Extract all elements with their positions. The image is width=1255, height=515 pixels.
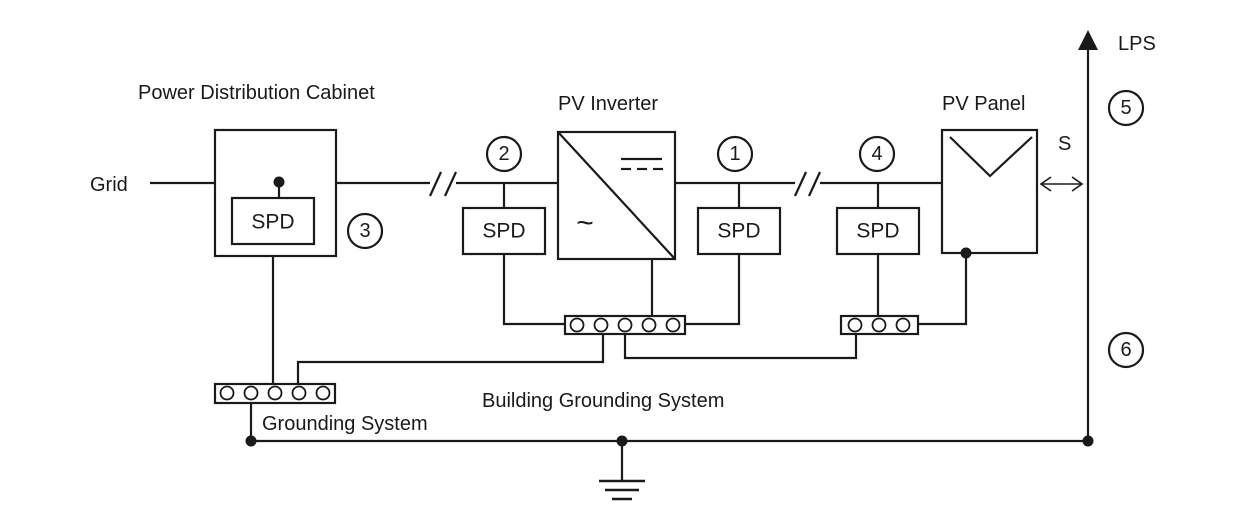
svg-text:1: 1 bbox=[729, 143, 740, 165]
svg-text:2: 2 bbox=[498, 143, 509, 165]
inverter-diagonal bbox=[557, 131, 676, 260]
pv-panel bbox=[940, 128, 1039, 255]
line-break-mark-dc bbox=[794, 171, 821, 197]
line-break-mark-ac bbox=[429, 171, 457, 197]
svg-text:4: 4 bbox=[871, 143, 882, 165]
pv-panel-symbol-icon bbox=[949, 136, 1033, 178]
lps-label: LPS bbox=[1118, 33, 1156, 55]
cabinet-spd-label: SPD bbox=[251, 211, 294, 234]
dc-symbol-icon bbox=[621, 157, 663, 171]
earth-bus-dot-left bbox=[245, 435, 257, 447]
ac-symbol-icon: ~ bbox=[576, 207, 594, 240]
cabinet-junction-dot bbox=[273, 176, 285, 188]
main-grounding-bar bbox=[213, 382, 337, 405]
inverter-ac-spd-label: SPD bbox=[482, 220, 525, 243]
svg-text:3: 3 bbox=[359, 220, 370, 242]
inverter-dc-spd-box bbox=[696, 206, 782, 256]
marker-4: 4 bbox=[858, 135, 896, 173]
cabinet-spd-box bbox=[230, 196, 316, 246]
marker-5: 5 bbox=[1107, 89, 1145, 127]
lps-arrow-icon bbox=[1078, 30, 1098, 50]
building-grounding-system-label: Building Grounding System bbox=[482, 390, 724, 412]
separation-arrow-icon bbox=[1039, 176, 1084, 192]
panel-spd-label: SPD bbox=[856, 220, 899, 243]
grid-label: Grid bbox=[90, 174, 128, 196]
svg-text:5: 5 bbox=[1120, 97, 1131, 119]
power-distribution-cabinet-label: Power Distribution Cabinet bbox=[138, 82, 375, 104]
inverter-equipotential-bar bbox=[563, 314, 687, 336]
pv-panel-label: PV Panel bbox=[942, 93, 1025, 115]
separation-distance-label: S bbox=[1058, 133, 1071, 155]
svg-text:6: 6 bbox=[1120, 339, 1131, 361]
marker-3: 3 bbox=[346, 212, 384, 250]
inverter-dc-spd-label: SPD bbox=[717, 220, 760, 243]
marker-1: 1 bbox=[716, 135, 754, 173]
marker-2: 2 bbox=[485, 135, 523, 173]
grounding-system-label: Grounding System bbox=[262, 413, 428, 435]
marker-6: 6 bbox=[1107, 331, 1145, 369]
earth-ground-icon bbox=[599, 441, 645, 501]
pv-inverter-label: PV Inverter bbox=[558, 93, 658, 115]
panel-equipotential-bar bbox=[839, 314, 920, 336]
earth-bus-dot-right bbox=[1082, 435, 1094, 447]
equipotential-wiring bbox=[296, 253, 968, 384]
